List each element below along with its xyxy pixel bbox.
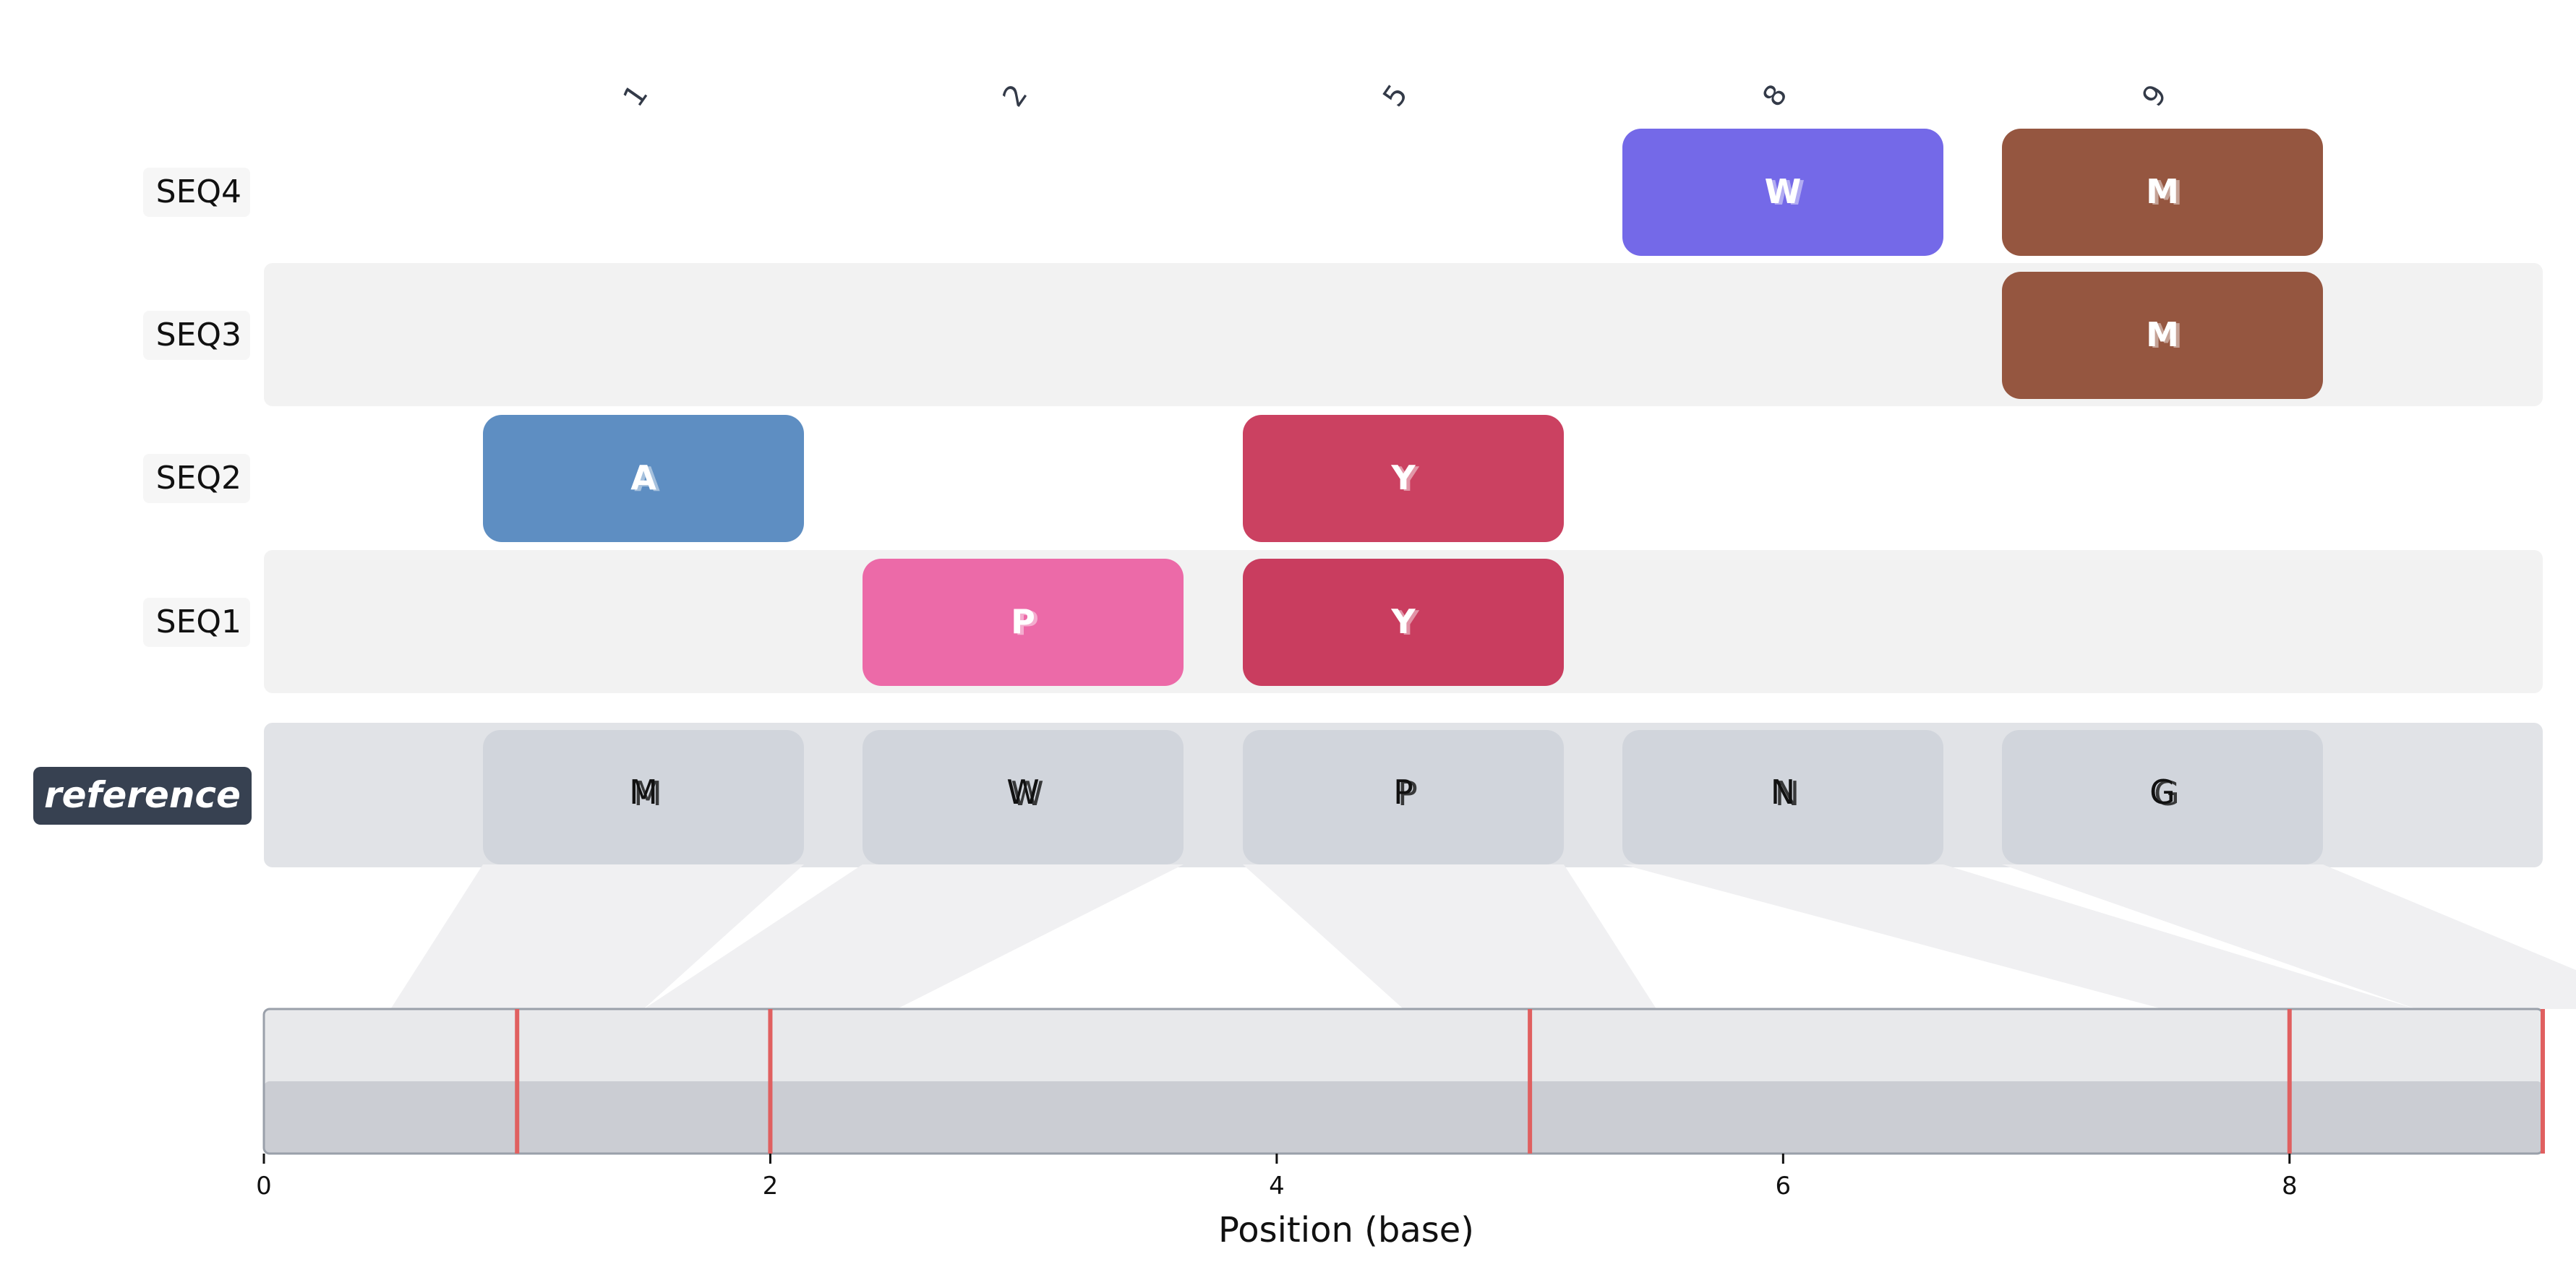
row-label-bg <box>143 598 250 647</box>
variant-cell-seq2-5 <box>1243 415 1564 542</box>
reference-residue-shadow: N <box>1775 774 1800 813</box>
variant-residue: P <box>1011 602 1035 641</box>
reference-cell-9 <box>2002 730 2323 864</box>
reference-cell-5 <box>1243 730 1564 864</box>
variant-residue-shadow: M <box>2149 173 2183 212</box>
row-label-bg <box>143 311 250 360</box>
variant-cell-seq2-1 <box>483 415 804 542</box>
row-label: SEQ4 <box>156 173 241 210</box>
variant-residue-shadow: Y <box>1394 460 1419 499</box>
column-label: 9 <box>2136 79 2173 113</box>
variant-cell-seq4-9 <box>2002 129 2323 256</box>
variant-cell-seq3-9 <box>2002 272 2323 399</box>
x-axis-title: Position (base) <box>1218 1210 1474 1250</box>
reference-residue: P <box>1393 773 1413 812</box>
variant-residue-shadow: P <box>1014 604 1039 643</box>
variant-residue-shadow: A <box>634 460 660 499</box>
column-labels: 1 2 5 8 9 <box>617 79 2173 113</box>
variant-residue-shadow: Y <box>1394 604 1419 643</box>
reference-cell-2 <box>863 730 1184 864</box>
variant-cell-seq1-2 <box>863 559 1184 686</box>
connector-polygons <box>390 864 2576 1009</box>
reference-cell-1 <box>483 730 804 864</box>
variant-residue: M <box>2146 315 2179 354</box>
variant-residue-shadow: W <box>1768 173 1805 212</box>
variant-residue: A <box>630 458 656 497</box>
x-tick-label: 6 <box>1776 1172 1792 1201</box>
row-label: SEQ1 <box>156 604 241 640</box>
row-label-bg <box>143 454 250 503</box>
column-label: 8 <box>1756 79 1794 113</box>
reference-residue: G <box>2149 773 2175 812</box>
row-band-seq3 <box>264 263 2543 406</box>
column-label: 1 <box>617 79 654 113</box>
connector-8 <box>1622 864 2416 1009</box>
connector-5 <box>1243 864 1657 1009</box>
x-tick-label: 2 <box>763 1172 779 1201</box>
connector-9 <box>2002 864 2576 1009</box>
variant-residue: M <box>2146 172 2179 211</box>
reference-residue-shadow: W <box>1011 774 1043 813</box>
column-label: 2 <box>996 79 1034 113</box>
reference-residue-shadow: G <box>2154 774 2180 813</box>
reference-cell-8 <box>1622 730 1943 864</box>
variant-residue: Y <box>1390 602 1416 641</box>
row-label: SEQ2 <box>156 460 241 497</box>
x-tick-label: 8 <box>2282 1172 2298 1201</box>
x-tick-label: 4 <box>1269 1172 1285 1201</box>
connector-2 <box>643 864 1184 1009</box>
reference-cells: MM WW PP NN GG <box>483 730 2323 864</box>
x-axis: Position (base) 0 2 4 6 8 <box>256 1154 2298 1250</box>
variant-cell-seq1-5 <box>1243 559 1564 686</box>
reference-residue: M <box>629 773 658 812</box>
variant-residue: W <box>1765 172 1802 211</box>
row-label-bg <box>143 168 250 217</box>
variant-residue-shadow: M <box>2149 317 2183 356</box>
reference-label-bg <box>33 767 252 825</box>
reference-residue-shadow: M <box>633 774 662 813</box>
variant-residue: Y <box>1390 458 1416 497</box>
reference-residue: N <box>1771 773 1795 812</box>
track-bottom <box>264 1081 2543 1154</box>
connector-1 <box>390 864 804 1009</box>
column-label: 5 <box>1377 79 1414 113</box>
reference-label: reference <box>44 774 241 816</box>
reference-residue-shadow: P <box>1398 774 1418 813</box>
row-label: SEQ3 <box>156 317 241 353</box>
x-tick-label: 0 <box>256 1172 272 1201</box>
variant-cell-seq4-8 <box>1622 129 1943 256</box>
position-track <box>262 1008 2545 1155</box>
reference-residue: W <box>1006 773 1039 812</box>
